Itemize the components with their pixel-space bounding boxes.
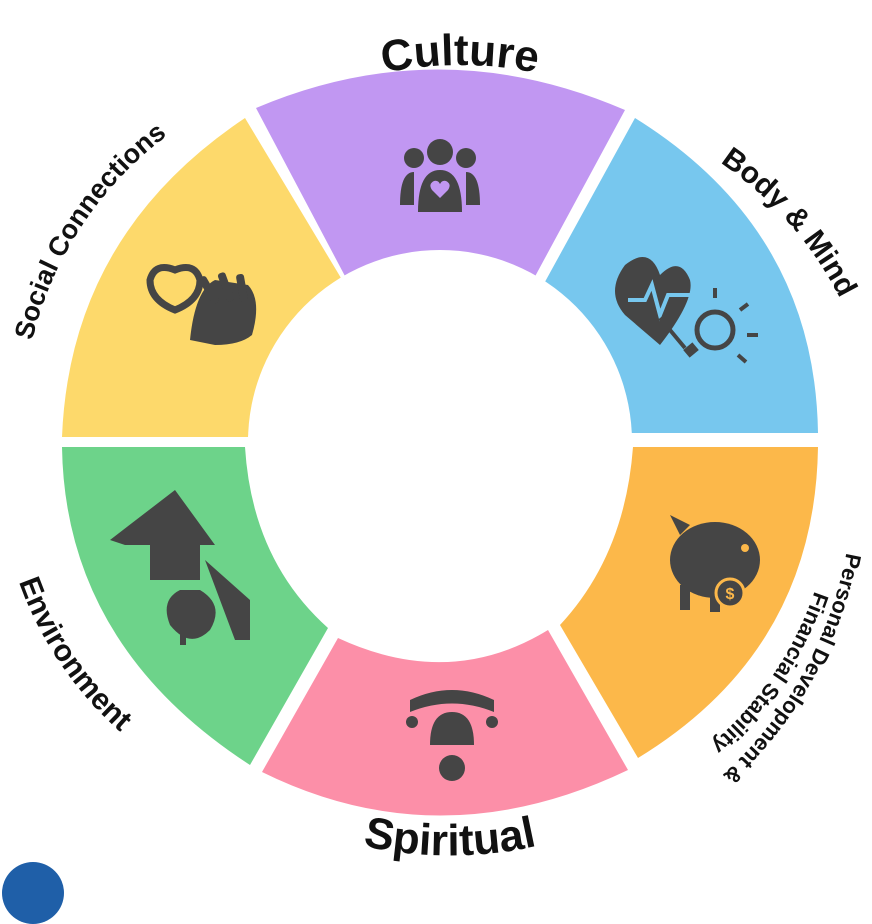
- house-trees-icon: [110, 490, 250, 645]
- corner-logo-fragment: [2, 862, 64, 924]
- meditation-icon: [406, 690, 498, 781]
- segment-culture: [256, 69, 625, 295]
- group-heart-icon: [400, 139, 480, 212]
- svg-text:$: $: [726, 586, 735, 603]
- label-culture: Culture: [377, 26, 543, 83]
- heart-hand-icon: [146, 264, 257, 345]
- segment-environment: [62, 447, 328, 765]
- segment-personal-financial: $: [560, 447, 818, 758]
- label-spiritual: Spiritual: [361, 808, 540, 866]
- piggy-bank-icon: $: [670, 515, 760, 612]
- wellness-wheel: $ Culture: [9, 26, 866, 866]
- heart-lightbulb-icon: [615, 257, 758, 364]
- segment-spiritual: [262, 630, 628, 816]
- center-hole: [248, 250, 632, 634]
